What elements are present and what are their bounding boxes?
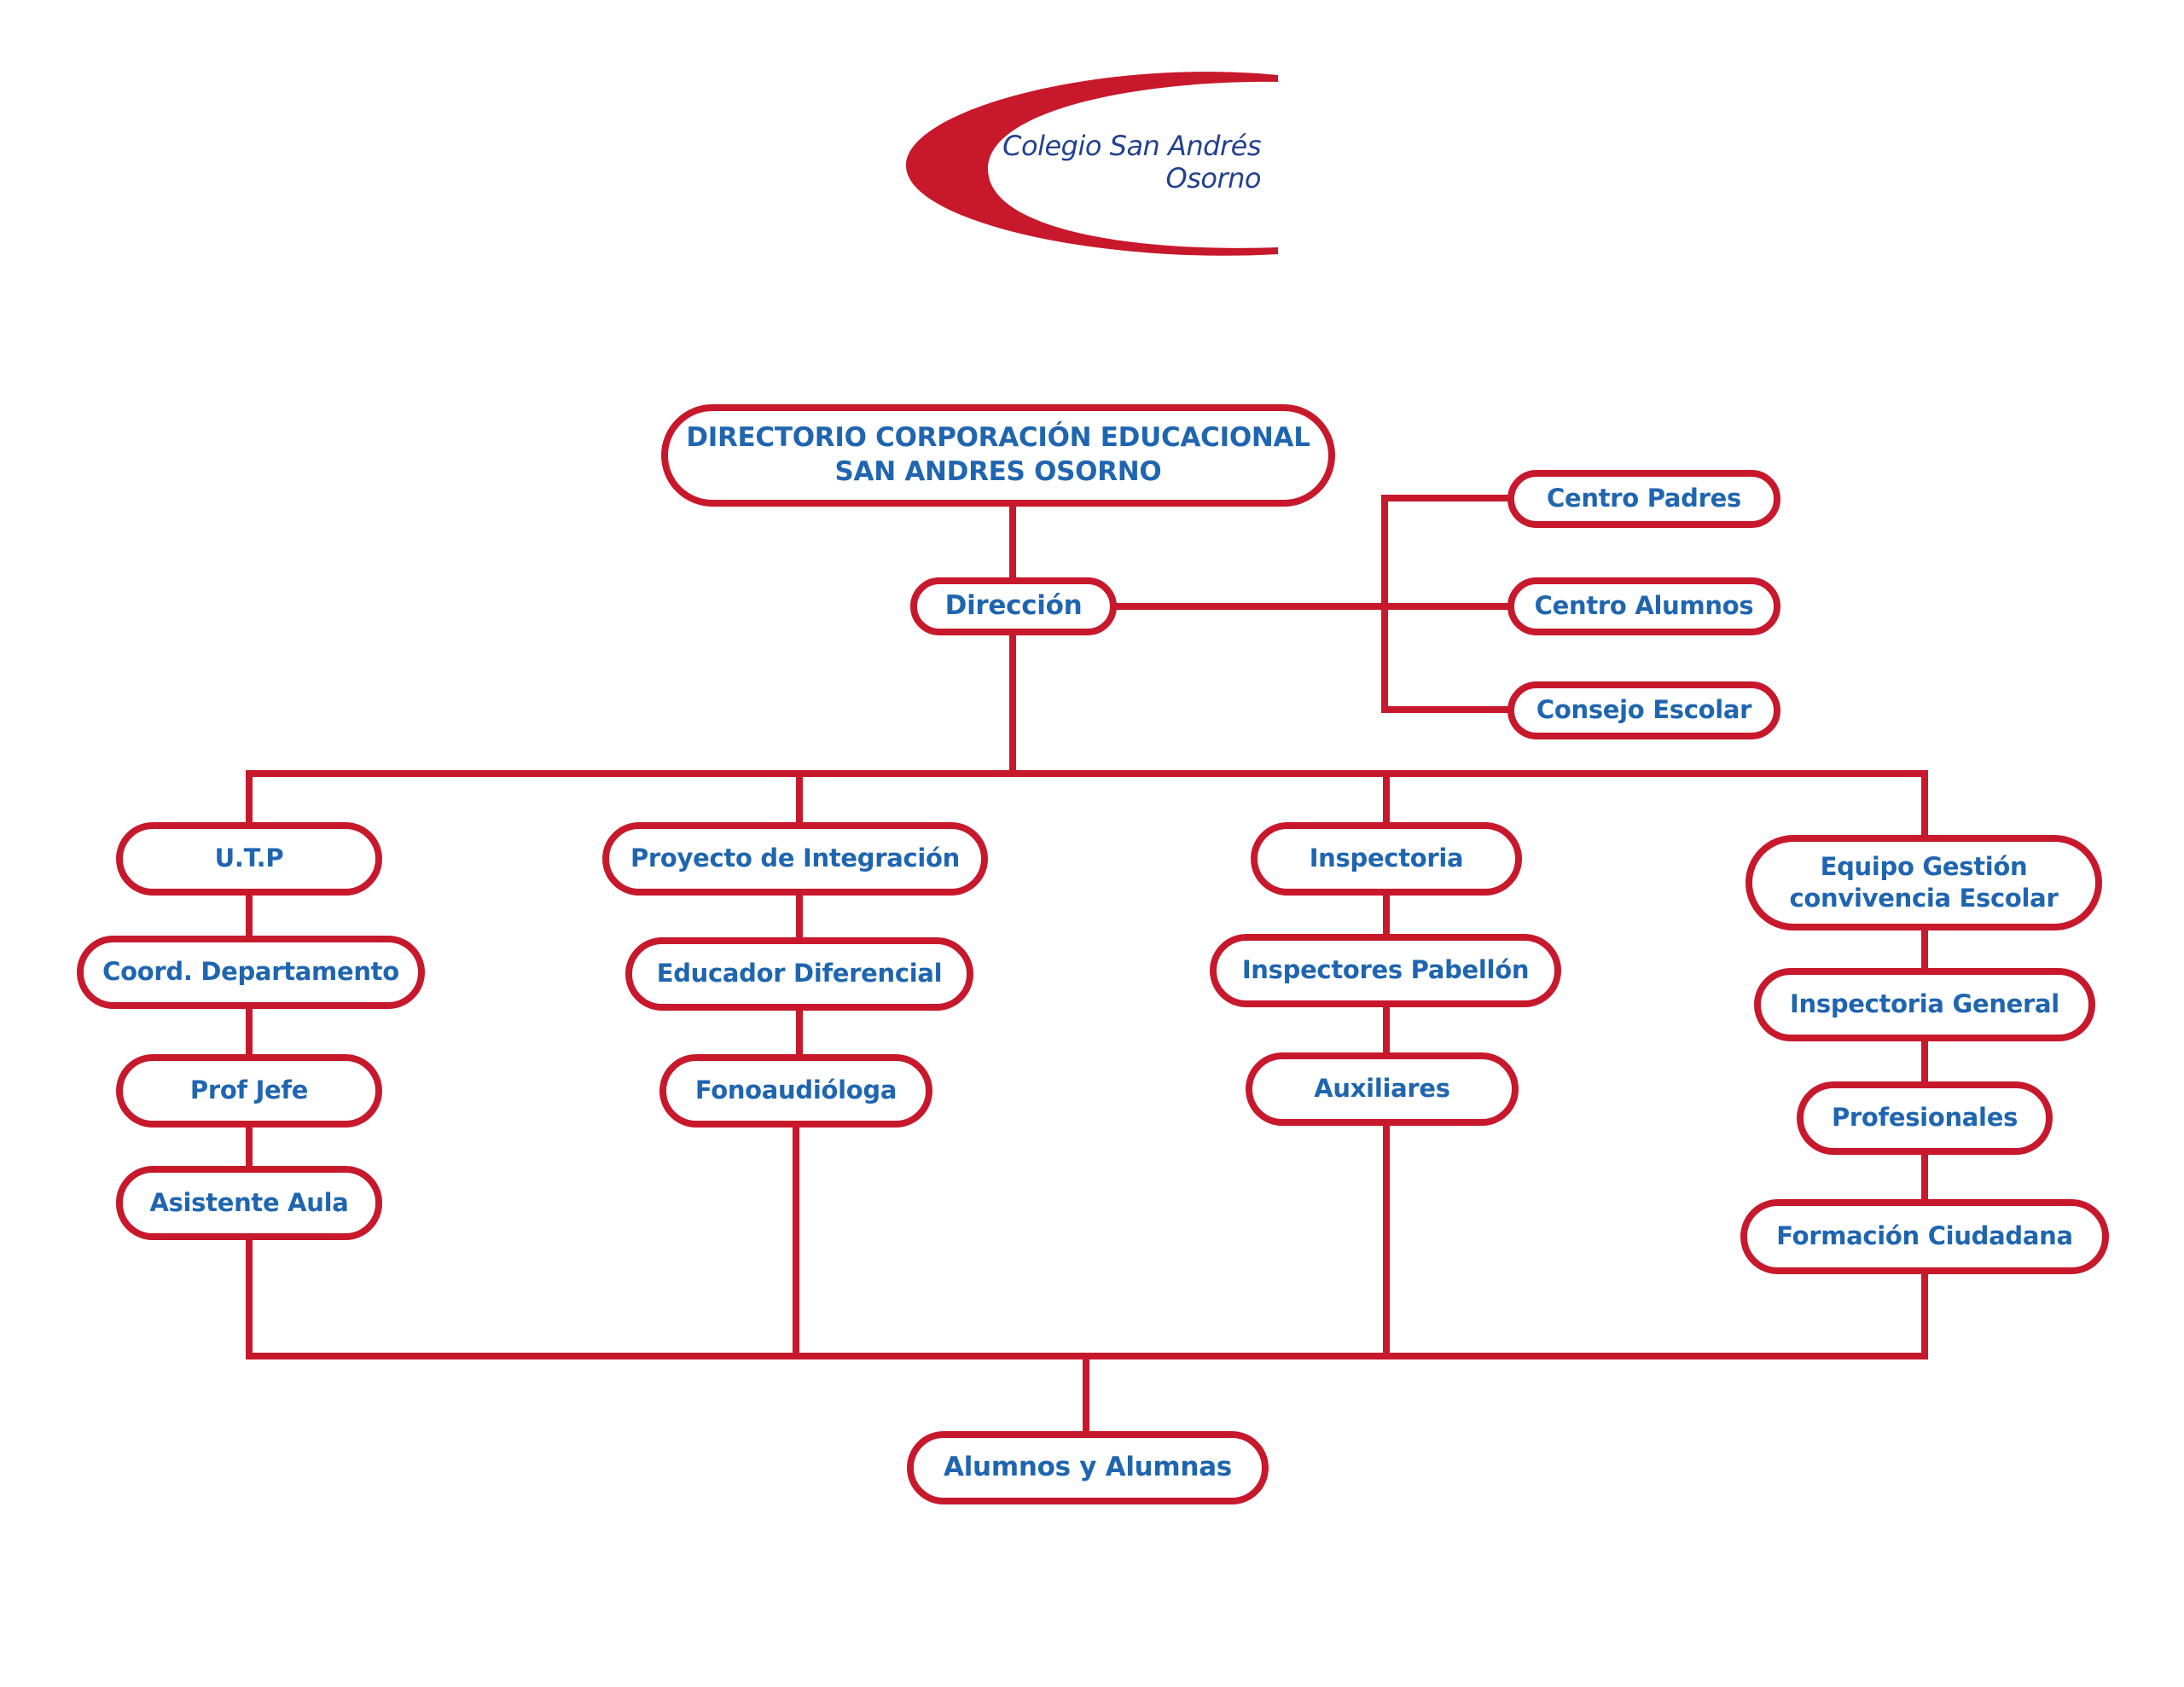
school-logo: Colegio San Andrés Osorno — [887, 67, 1297, 263]
node-asistente-aula: Asistente Aula — [116, 1166, 382, 1240]
logo-swoosh — [906, 72, 1278, 256]
node-formacion-ciudadana: Formación Ciudadana — [1740, 1199, 2109, 1274]
node-profesionales: Profesionales — [1797, 1081, 2053, 1155]
node-direccion: Dirección — [910, 577, 1117, 635]
node-utp: U.T.P — [116, 822, 382, 896]
node-educador-diferencial: Educador Diferencial — [625, 937, 973, 1011]
node-auxiliares: Auxiliares — [1246, 1052, 1519, 1126]
node-alumnos: Alumnos y Alumnas — [907, 1431, 1269, 1504]
logo-text-line-2: Osorno — [1165, 162, 1262, 194]
node-centro-alumnos: Centro Alumnos — [1507, 577, 1780, 635]
node-inspectoria-general: Inspectoria General — [1754, 968, 2095, 1041]
node-prof-jefe: Prof Jefe — [116, 1054, 382, 1128]
node-coord-departamento: Coord. Departamento — [77, 936, 425, 1009]
node-proyecto-integracion: Proyecto de Integración — [602, 822, 988, 896]
logo-text-line-1: Colegio San Andrés — [1002, 130, 1261, 162]
node-consejo-escolar: Consejo Escolar — [1507, 681, 1780, 739]
node-directorio: DIRECTORIO CORPORACIÓN EDUCACIONAL SAN A… — [661, 404, 1335, 507]
node-directorio-line-2: SAN ANDRES OSORNO — [834, 456, 1162, 487]
node-centro-padres: Centro Padres — [1507, 470, 1780, 528]
node-equipo-gestion: Equipo Gestión convivencia Escolar — [1745, 835, 2102, 930]
node-equipo-gestion-line-2: convivencia Escolar — [1789, 884, 2059, 913]
node-directorio-line-1: DIRECTORIO CORPORACIÓN EDUCACIONAL — [686, 422, 1310, 454]
node-fonoaudiologa: Fonoaudióloga — [659, 1054, 932, 1128]
node-inspectores-pabellon: Inspectores Pabellón — [1210, 934, 1561, 1007]
node-inspectoria: Inspectoria — [1251, 822, 1522, 896]
node-equipo-gestion-line-1: Equipo Gestión — [1820, 851, 2028, 881]
